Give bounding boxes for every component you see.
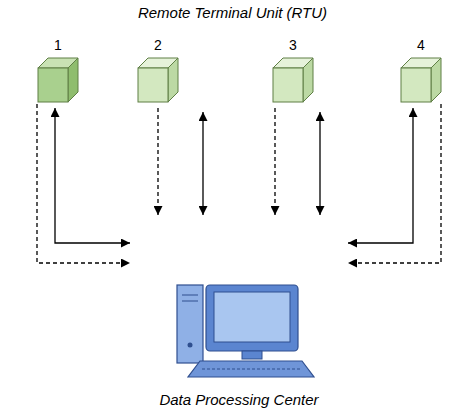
- unit-number: 3: [271, 36, 315, 54]
- control-link-arrow: [319, 112, 320, 215]
- rtu-cube: 3: [271, 36, 315, 104]
- cube-shape: [136, 54, 180, 104]
- rtu-cube: 1: [36, 36, 80, 104]
- cube-shape: [399, 54, 443, 104]
- control-link-arrow: [348, 108, 413, 243]
- control-link-arrow: [55, 108, 130, 243]
- data-flow-arrow: [37, 104, 130, 263]
- cube-shape: [271, 54, 315, 104]
- unit-number: 2: [136, 36, 180, 54]
- rtu-cube: 2: [136, 36, 180, 104]
- cube-shape: [36, 54, 80, 104]
- diagram-title: Remote Terminal Unit (RTU): [0, 4, 465, 21]
- data-flow-arrow: [348, 104, 441, 263]
- unit-number: 1: [36, 36, 80, 54]
- unit-number: 4: [399, 36, 443, 54]
- computer-node: Data Processing Center: [130, 215, 348, 410]
- data-flow-arrow: [157, 108, 158, 215]
- data-flow-arrow: [274, 108, 275, 215]
- node-caption: Data Processing Center: [159, 391, 318, 408]
- control-link-arrow: [202, 112, 203, 215]
- computer-icon: [130, 215, 348, 383]
- rtu-cube: 4: [399, 36, 443, 104]
